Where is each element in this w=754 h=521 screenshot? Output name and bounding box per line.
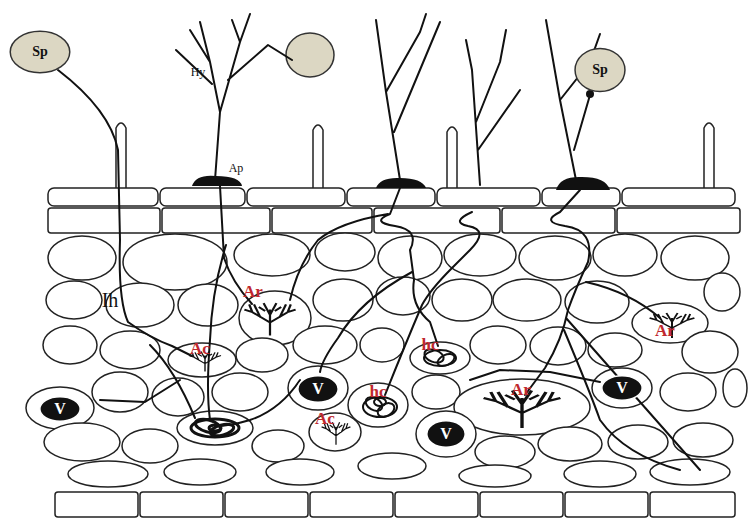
vesicle-label: V bbox=[54, 400, 66, 418]
appressoria bbox=[192, 176, 610, 190]
arbuscule-label: Ar bbox=[511, 381, 531, 398]
arbuscule-label: Ar bbox=[243, 283, 263, 300]
lower-epidermis bbox=[55, 492, 735, 517]
vesicle-label: V bbox=[440, 425, 452, 443]
hyphae bbox=[58, 14, 700, 470]
vesicle: V bbox=[297, 375, 339, 403]
spore-label: Sp bbox=[32, 44, 48, 60]
appressorium-label: Ap bbox=[229, 162, 244, 174]
arbusculate-coil-label: Ac bbox=[190, 340, 210, 357]
vesicle: V bbox=[601, 375, 643, 401]
spore: Sp bbox=[9, 30, 71, 74]
spore-label: Sp bbox=[592, 62, 608, 78]
hyphal-coil-label: hc bbox=[370, 383, 387, 400]
trichomes bbox=[116, 123, 714, 190]
hypha-label: Hy bbox=[191, 66, 206, 78]
vesicle: V bbox=[39, 396, 81, 422]
hyphal-coils bbox=[191, 347, 456, 438]
vesicle-label: V bbox=[616, 379, 628, 397]
intercellular-hypha-label: Ih bbox=[102, 290, 119, 310]
mesophyll-cells bbox=[26, 233, 747, 487]
vesicle: V bbox=[426, 420, 466, 448]
hyphal-coil-label: hc bbox=[422, 336, 439, 353]
spore: Sp bbox=[574, 47, 626, 93]
vesicle-label: V bbox=[312, 380, 324, 398]
spore-outline bbox=[286, 33, 334, 77]
arbusculate-coil-label: Ac bbox=[315, 410, 335, 427]
arbuscule-label: Ar bbox=[655, 322, 675, 339]
